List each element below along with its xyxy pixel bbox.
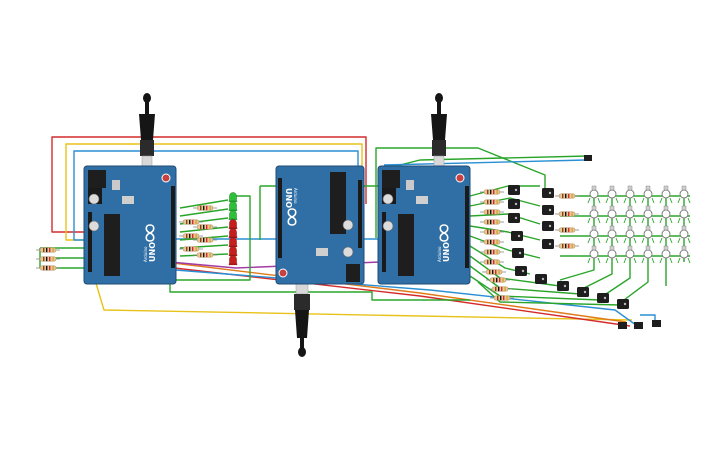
board-model-label: UNO — [284, 188, 293, 208]
transistor[interactable] — [512, 248, 524, 258]
matrix-row-1 — [587, 185, 691, 204]
resistor[interactable] — [178, 233, 204, 239]
button-matrix — [587, 185, 691, 264]
reset-button-icon[interactable] — [278, 268, 288, 278]
push-button[interactable] — [618, 322, 627, 329]
resistor[interactable] — [479, 259, 505, 265]
header-strip-left — [382, 212, 386, 272]
transistor[interactable] — [515, 266, 527, 276]
resistor[interactable] — [479, 219, 505, 225]
reset-button-icon[interactable] — [161, 173, 171, 183]
transistor[interactable] — [542, 205, 554, 215]
bottom-right-buttons — [618, 320, 661, 329]
transistor[interactable] — [511, 231, 523, 241]
wire-matrix-col-4[interactable] — [619, 190, 649, 304]
header-strip-right — [358, 180, 362, 248]
wire-green-led-bus[interactable] — [170, 195, 251, 281]
push-button[interactable] — [634, 322, 643, 329]
push-button[interactable] — [652, 320, 661, 327]
board-brand-label: Arduino — [293, 188, 298, 204]
connector-top-right[interactable] — [584, 155, 592, 161]
wire-green-right-3[interactable] — [469, 213, 541, 225]
resistor[interactable] — [554, 227, 580, 233]
usb-cable-3[interactable] — [431, 93, 447, 169]
wire-green-right-10[interactable] — [477, 281, 621, 306]
transistor[interactable] — [617, 299, 629, 309]
header-strip — [465, 186, 469, 268]
wire-led-4[interactable] — [179, 226, 229, 233]
wire-matrix-col-1[interactable] — [559, 190, 595, 281]
wire-green-right-2[interactable] — [469, 197, 541, 207]
led-column — [228, 192, 238, 266]
resistor[interactable] — [479, 249, 505, 255]
led-green[interactable] — [228, 201, 238, 212]
wire-led-1[interactable] — [179, 199, 229, 209]
resistor[interactable] — [192, 252, 218, 258]
transistor[interactable] — [535, 274, 547, 284]
matrix-row-3 — [587, 225, 691, 244]
wire-green-right-5[interactable] — [469, 235, 541, 259]
reset-button-icon[interactable] — [455, 173, 465, 183]
transistor[interactable] — [557, 281, 569, 291]
led-green[interactable] — [228, 210, 238, 221]
infinity-logo-icon — [439, 224, 449, 242]
wire-led-2[interactable] — [179, 208, 229, 217]
board-brand-label: Arduino — [437, 246, 442, 262]
chip-icon — [330, 172, 346, 234]
header-strip-left — [88, 212, 92, 272]
wire-red-top[interactable] — [51, 136, 367, 233]
header-strip — [278, 178, 282, 258]
usb-cable-2[interactable] — [294, 281, 310, 357]
transistor[interactable] — [597, 293, 609, 303]
infinity-logo-icon — [287, 208, 297, 226]
header-strip — [171, 186, 175, 268]
usb-plug-icon — [294, 281, 310, 357]
usb-cable-1[interactable] — [139, 93, 155, 169]
led-red[interactable] — [228, 246, 238, 257]
resistor[interactable] — [192, 205, 218, 211]
usb-plug-icon — [431, 93, 447, 169]
resistor[interactable] — [554, 243, 580, 249]
resistor[interactable] — [479, 189, 505, 195]
wire-blue-top-right[interactable] — [383, 159, 587, 166]
led-green[interactable] — [228, 192, 238, 203]
chip-icon — [104, 214, 120, 276]
led-red[interactable] — [228, 219, 238, 230]
led-red[interactable] — [228, 237, 238, 248]
arduino-board-1[interactable]: UNO Arduino — [83, 165, 177, 285]
transistor[interactable] — [542, 239, 554, 249]
chip-icon — [398, 214, 414, 276]
board-brand-label: Arduino — [143, 246, 148, 262]
transistor[interactable] — [542, 188, 554, 198]
matrix-row-2 — [587, 205, 691, 224]
wire-matrix-col-3[interactable] — [599, 190, 631, 299]
transistor[interactable] — [542, 221, 554, 231]
infinity-logo-icon — [145, 224, 155, 242]
led-red[interactable] — [228, 228, 238, 239]
transistor[interactable] — [508, 213, 520, 223]
matrix-row-4 — [587, 245, 691, 264]
usb-plug-icon — [139, 93, 155, 169]
wire-green-right-1[interactable] — [469, 185, 540, 197]
board-model-label: UNO — [442, 242, 451, 262]
arduino-board-2[interactable]: UNO Arduino — [275, 165, 365, 285]
transistor[interactable] — [577, 287, 589, 297]
arduino-board-3[interactable]: UNO Arduino — [377, 165, 471, 285]
wire-green-top-right[interactable] — [375, 147, 546, 238]
board-model-label: UNO — [148, 242, 157, 262]
transistor[interactable] — [508, 199, 520, 209]
transistor[interactable] — [508, 185, 520, 195]
resistor[interactable] — [479, 209, 505, 215]
wire-green-right-4[interactable] — [469, 225, 541, 241]
led-red[interactable] — [228, 255, 238, 266]
resistor[interactable] — [554, 193, 580, 199]
resistor[interactable] — [481, 269, 507, 275]
